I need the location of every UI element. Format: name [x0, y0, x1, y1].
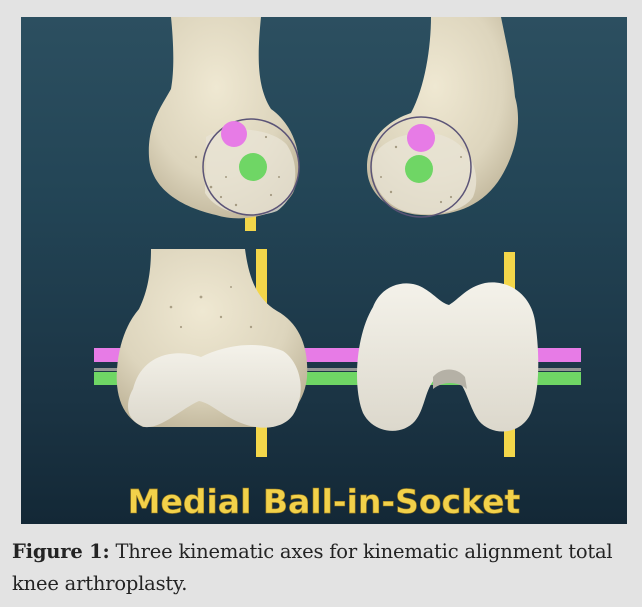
- banner-text: Medial Ball-in-Socket: [128, 482, 521, 521]
- femur-side-view-right: [367, 17, 518, 217]
- green-dot-left: [239, 153, 267, 181]
- green-dot-right: [405, 155, 433, 183]
- femur-anterior-view: [117, 249, 308, 428]
- magenta-dot-left: [221, 121, 247, 147]
- figure-image: Medial Ball-in-Socket: [21, 17, 627, 524]
- caption-label: Figure 1:: [12, 540, 110, 563]
- femoral-implant: [357, 282, 538, 431]
- femur-side-view-left: [149, 17, 299, 231]
- figure-caption: Figure 1: Three kinematic axes for kinem…: [12, 536, 636, 600]
- magenta-dot-right: [407, 124, 435, 152]
